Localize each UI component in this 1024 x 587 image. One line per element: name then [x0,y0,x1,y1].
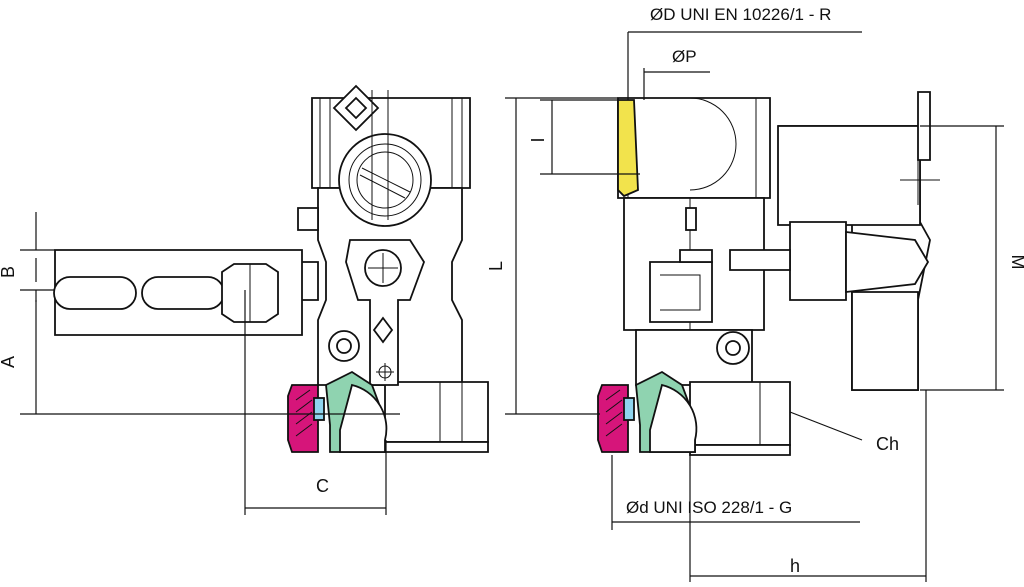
label-L: L [486,261,506,271]
label-C: C [316,476,329,496]
label-B: B [0,266,18,278]
label-d: Ød UNI ISO 228/1 - G [626,498,792,517]
label-D: ØD UNI EN 10226/1 - R [650,5,831,24]
label-I: I [528,137,548,142]
left-view [53,84,489,453]
dimension-labels: ØD UNI EN 10226/1 - R ØP Ød UNI ISO 228/… [0,5,1024,576]
label-A: A [0,356,18,368]
label-h: h [790,556,800,576]
label-Ch: Ch [876,434,899,454]
label-P: ØP [672,47,697,66]
dimension-lines [20,31,1004,582]
label-M: M [1008,255,1024,270]
right-view [597,91,940,456]
